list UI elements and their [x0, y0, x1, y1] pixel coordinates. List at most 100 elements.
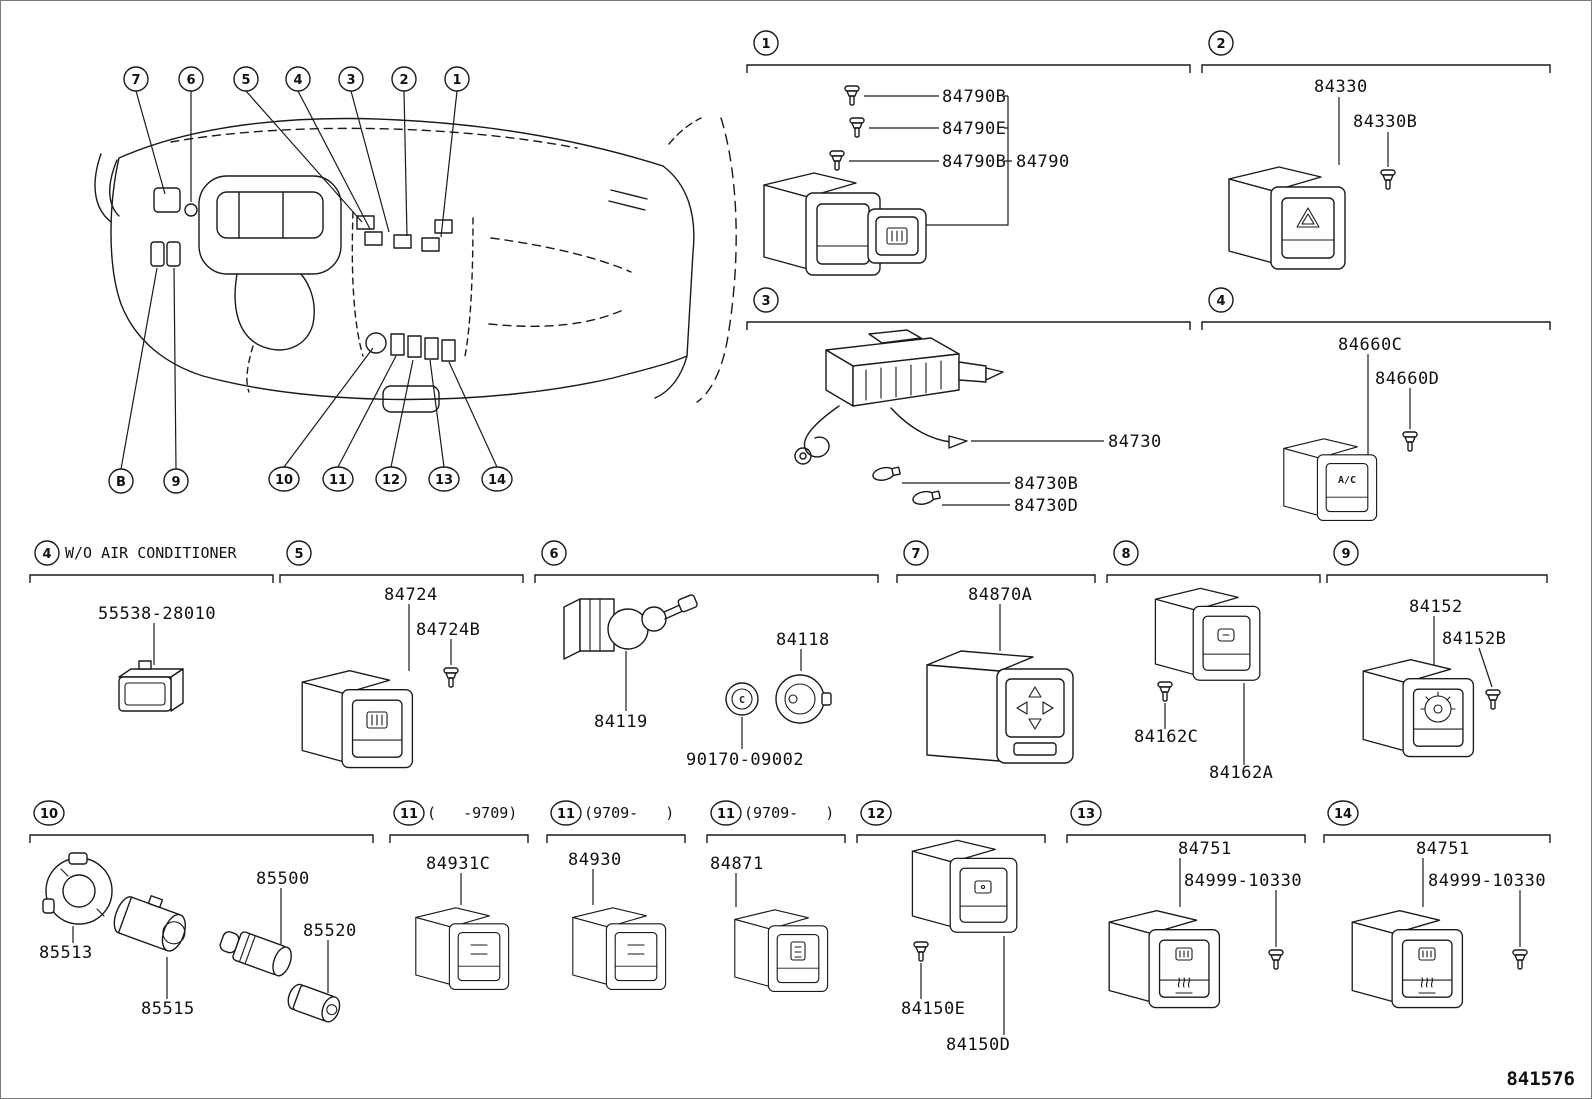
part-number: 85513: [39, 943, 93, 963]
overdrive-icon: [1217, 628, 1235, 642]
window-icon: [974, 880, 992, 894]
bracket: [1326, 574, 1548, 583]
part-number: 84330: [1314, 77, 1368, 97]
seat-heater-switch-illustration: [1108, 910, 1221, 1009]
part-number: 84152B: [1442, 629, 1506, 649]
section-number: 1: [761, 37, 770, 52]
c-marking: C: [739, 695, 745, 706]
part-number: 85515: [141, 999, 195, 1019]
lighter-plug-illustration: [219, 931, 292, 977]
callout-8: 8: [1113, 540, 1139, 566]
callout-1: 1: [753, 30, 779, 56]
callout-10: 10: [268, 466, 300, 492]
callout-14: 14: [481, 466, 513, 492]
section-number: 3: [761, 294, 770, 309]
leader-lines: [1179, 858, 1277, 947]
screw-pin-icon: [829, 150, 845, 171]
rheostat-knob-illustration: [775, 674, 832, 724]
callout-2-label: 2: [399, 73, 408, 88]
part-number: 84152: [1409, 597, 1463, 617]
callout-9: 9: [163, 468, 189, 494]
bracket: [856, 834, 1046, 843]
dimmer-wheel-icon: [1420, 691, 1456, 723]
section-4-panel: 4 84660C 84660D A/C: [1201, 287, 1551, 521]
part-number: 84751: [1178, 839, 1232, 859]
section-note: W/O AIR CONDITIONER: [65, 544, 238, 562]
screw-pin-icon: [1402, 431, 1418, 452]
part-number: 84730: [1108, 432, 1162, 452]
callout-6: 6: [541, 540, 567, 566]
defogger-icon: [1175, 947, 1193, 961]
callout-12: 12: [375, 466, 407, 492]
part-number: 84162C: [1134, 727, 1198, 747]
callout-5: 5: [286, 540, 312, 566]
callout-13: 13: [428, 466, 460, 492]
blank-plug-illustration: [118, 660, 184, 712]
section-2-panel: 2 84330 84330B: [1201, 30, 1551, 270]
leader-lines: [625, 649, 802, 749]
callout-13-label: 13: [435, 473, 453, 488]
callout-6: 6: [178, 66, 204, 92]
section-5-panel: 5 84724 84724B: [279, 540, 524, 769]
part-number: 55538-28010: [98, 604, 216, 624]
callout-14-label: 14: [488, 473, 506, 488]
section-6-panel: 6 C 84119 84118 90170-09002: [534, 540, 879, 770]
callout-B: B: [108, 468, 134, 494]
callout-1: 1: [444, 66, 470, 92]
leader-lines: [1422, 858, 1521, 947]
dashboard-callouts: 7 6 5 4 3 2 1 B 9 10 11 12 13 14: [108, 66, 513, 494]
leader-lines: [72, 888, 329, 999]
section-note: (9709- ): [584, 804, 674, 822]
part-number: 84999-10330: [1428, 871, 1546, 891]
mirror-adjust-arrows-icon: [1016, 686, 1054, 730]
part-number: 84660D: [1375, 369, 1439, 389]
bracket: [1201, 321, 1551, 330]
part-number: 84790E: [942, 119, 1006, 139]
section-note: (9709- ): [744, 804, 834, 822]
section-12-panel: 12 84150E 84150D: [856, 800, 1046, 1055]
rocker-icon: [627, 944, 645, 955]
screw-pin-icon: [913, 941, 929, 962]
screw-pin-icon: [1512, 949, 1528, 970]
bracket: [1201, 64, 1551, 73]
part-number: 84119: [594, 712, 648, 732]
section-note: ( -9709): [427, 804, 517, 822]
section-number: 12: [867, 807, 885, 822]
part-number: 84930: [568, 850, 622, 870]
callout-7: 7: [903, 540, 929, 566]
section-number: 10: [40, 807, 58, 822]
callout-1-label: 1: [452, 73, 461, 88]
section-11c-panel: 11 (9709- ) 84871: [706, 800, 846, 992]
bracket: [279, 574, 524, 583]
callout-12-label: 12: [382, 473, 400, 488]
section-7-panel: 7 84870A: [896, 540, 1096, 764]
callout-3-label: 3: [346, 73, 355, 88]
screw-pin-icon: [844, 85, 860, 106]
ac-icon: A/C: [1338, 475, 1356, 486]
section-3-panel: 3 84730 84730B 84730D: [746, 287, 1191, 516]
bracket: [1066, 834, 1306, 843]
bracket: [706, 834, 846, 843]
section-number: 8: [1121, 547, 1130, 562]
dashboard-diagram: 7 6 5 4 3 2 1 B 9 10 11 12 13 14: [94, 66, 737, 494]
leader-lines: [1367, 354, 1411, 456]
part-number: 84724B: [416, 620, 480, 640]
leader-lines: [902, 440, 1104, 506]
defogger-switch-illustration: [301, 670, 414, 769]
section-number: 14: [1334, 807, 1352, 822]
callout-2: 2: [391, 66, 417, 92]
part-number: 84724: [384, 585, 438, 605]
part-number: 90170-09002: [686, 750, 804, 770]
lighter-socket-illustration: [113, 895, 186, 952]
part-number: 85520: [303, 921, 357, 941]
ring-part-illustration: C: [725, 682, 759, 716]
part-number: 84730D: [1014, 496, 1078, 516]
section-number: 5: [294, 547, 303, 562]
callout-9-label: 9: [171, 475, 180, 490]
part-number: 85500: [256, 869, 310, 889]
part-number: 84790B: [942, 152, 1006, 172]
bracket: [1106, 574, 1321, 583]
screw-pin-icon: [849, 117, 865, 138]
part-number: 84118: [776, 630, 830, 650]
